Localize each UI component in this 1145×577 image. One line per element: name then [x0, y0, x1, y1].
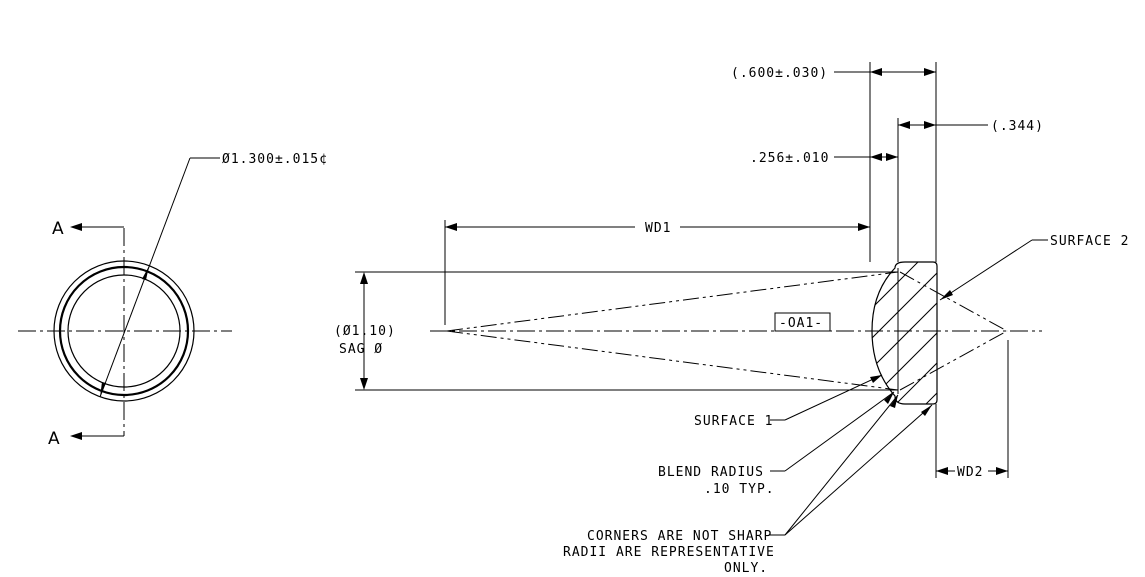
section-label-bottom: A — [48, 429, 60, 449]
blend-radius-leader — [784, 391, 895, 472]
edge-thickness-arrow-left — [870, 153, 882, 161]
corners-note-line1: CORNERS ARE NOT SHARP — [587, 529, 772, 544]
right-offset-arrow-left — [898, 121, 910, 129]
wd2-arrow-right — [996, 467, 1008, 475]
optical-axis-label-box — [774, 312, 831, 332]
sag-diameter-line2: SAG Ø — [339, 342, 383, 357]
lens-outline — [871, 261, 938, 405]
overall-thickness-dimension: (.600±.030) — [731, 66, 828, 81]
surface-1-label: SURFACE 1 — [694, 414, 773, 429]
sag-diameter-line1: (Ø1.10) — [334, 324, 396, 339]
optical-axis-label: -OA1- — [779, 316, 823, 331]
clear-aperture-circle — [58, 265, 190, 397]
ray-left-bottom — [446, 330, 899, 391]
corners-arrow-2 — [921, 405, 932, 416]
wd1-arrow-right — [858, 223, 870, 231]
surface-1-leader — [784, 374, 883, 421]
diameter-callout: Ø1.300±.015¢ — [222, 152, 328, 167]
ray-right-top — [899, 271, 1008, 332]
section-arrow-top — [70, 223, 82, 231]
diameter-arrow-bottom — [100, 382, 106, 397]
corners-note-line2: RADII ARE REPRESENTATIVE — [563, 545, 775, 560]
right-offset-arrow-right — [924, 121, 936, 129]
hatch-line — [872, 339, 937, 404]
lens-side-view: (Ø1.10) SAG Ø -OA1- (.600±.030) — [334, 62, 1129, 576]
wd1-arrow-left — [445, 223, 457, 231]
right-offset-dimension: (.344) — [991, 119, 1044, 134]
hatch-line — [872, 399, 937, 404]
section-label-top: A — [52, 219, 64, 239]
corners-leader-2 — [784, 404, 933, 536]
ray-left-top — [446, 271, 899, 332]
sag-arrow-top — [360, 272, 368, 284]
hatch-line — [872, 262, 937, 321]
ray-right-bottom — [899, 330, 1008, 391]
overall-thickness-arrow-right — [924, 68, 936, 76]
blend-radius-line2: .10 TYP. — [704, 482, 775, 497]
hatch-line — [872, 262, 937, 351]
wd2-dimension: WD2 — [957, 465, 983, 480]
hatch-line — [872, 309, 937, 404]
blend-radius-line1: BLEND RADIUS — [658, 465, 764, 480]
overall-thickness-arrow-left — [870, 68, 882, 76]
section-arrow-bottom — [70, 432, 82, 440]
diameter-arrow-top — [142, 266, 149, 280]
edge-thickness-dimension: .256±.010 — [750, 151, 829, 166]
wd1-dimension: WD1 — [645, 221, 671, 236]
surface-2-arrow — [940, 290, 953, 300]
blend-radius-arrow — [884, 392, 894, 404]
edge-thickness-arrow-right — [886, 153, 898, 161]
outer-diameter-circle — [53, 260, 195, 402]
corners-leader-1 — [784, 394, 899, 536]
wd2-arrow-left — [936, 467, 948, 475]
surface-1-arrow — [870, 375, 882, 383]
surface-2-leader — [939, 239, 1033, 301]
inner-circle — [67, 274, 181, 388]
sag-arrow-bottom — [360, 378, 368, 390]
corners-note-line3: ONLY. — [724, 561, 768, 576]
corners-arrow-1 — [890, 395, 898, 408]
surface-2-label: SURFACE 2 — [1050, 234, 1129, 249]
front-view: Ø1.300±.015¢ A A — [18, 152, 328, 449]
